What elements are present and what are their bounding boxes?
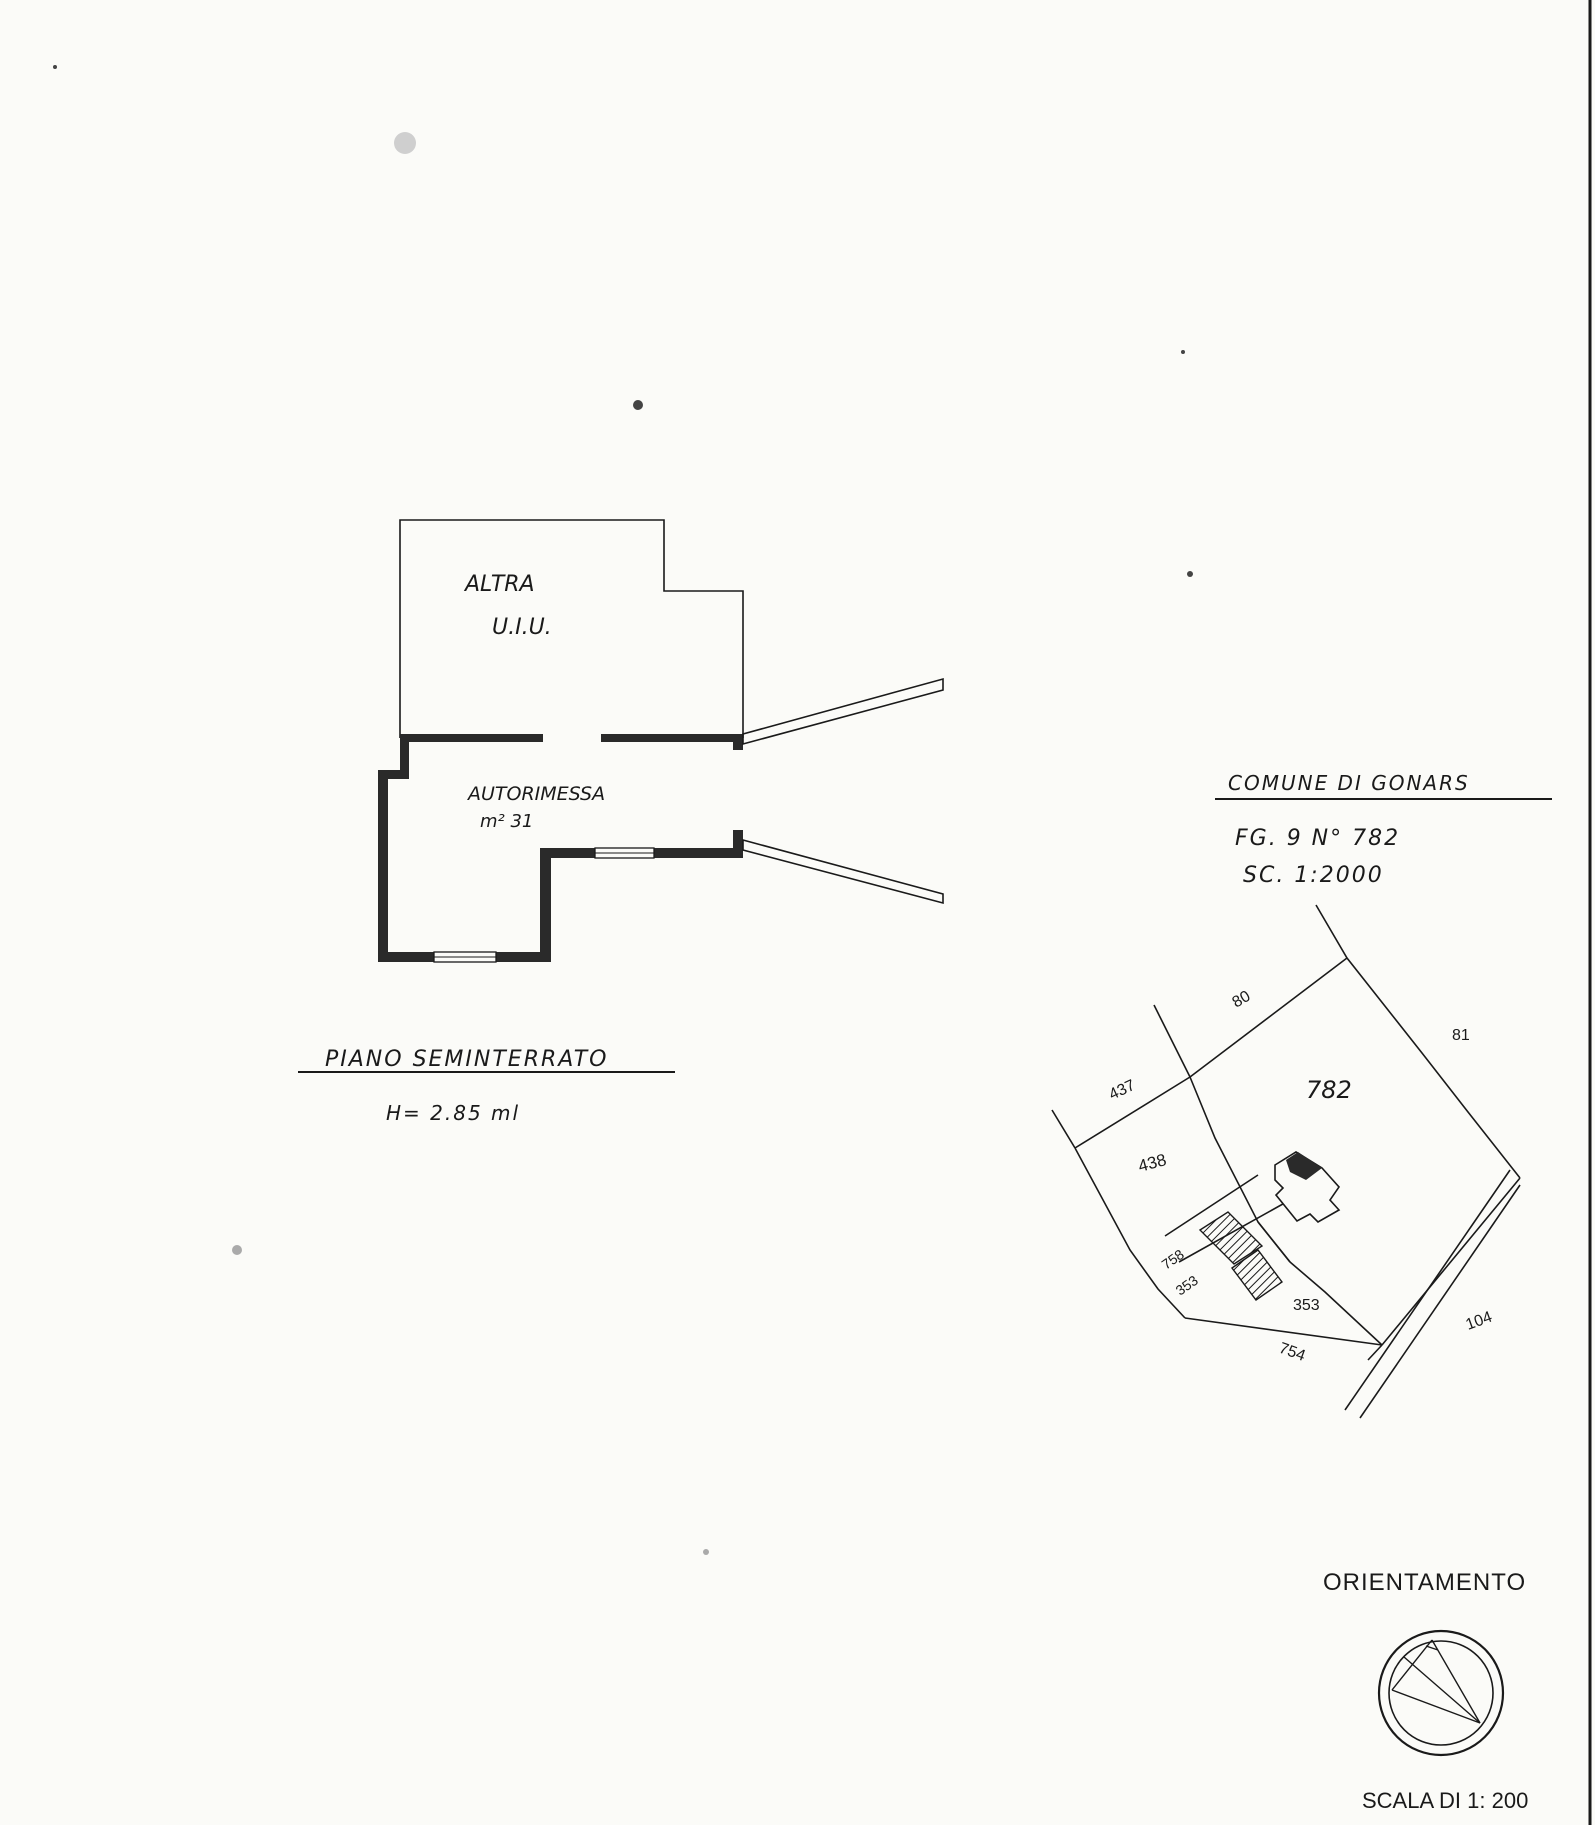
garage-wall-stub — [733, 830, 743, 858]
parcel-782: 782 — [1306, 1076, 1352, 1104]
parcel-438: 438 — [1136, 1150, 1168, 1176]
garage-wall-inner-vertical — [540, 848, 551, 962]
floor-plan: ALTRA U.I.U. AUTORIMESSA m² 31 PIANO SEM… — [298, 519, 944, 1125]
window-bottom — [433, 951, 497, 963]
garage-wall-inner-top-left — [540, 848, 595, 858]
municipality: COMUNE DI GONARS — [1228, 771, 1470, 795]
parcel-353-a: 353 — [1173, 1272, 1201, 1299]
other-unit-label-1: ALTRA — [463, 572, 535, 597]
floor-height: H= 2.85 ml — [386, 1101, 520, 1125]
garage-wall-jog-h — [378, 770, 409, 779]
orientation-block: ORIENTAMENTO — [1323, 1569, 1526, 1757]
garage-wall-top-right — [601, 734, 743, 742]
other-unit-label-2: U.I.U. — [492, 615, 552, 640]
outbuilding-2 — [1231, 1249, 1283, 1301]
floor-title: PIANO SEMINTERRATO — [325, 1047, 608, 1072]
building-hatched-part — [1286, 1152, 1322, 1180]
map-scale: SC. 1:2000 — [1243, 863, 1384, 888]
garage-wall-bottom-right — [496, 952, 551, 962]
parcel-81: 81 — [1452, 1027, 1470, 1044]
cadastral-map: COMUNE DI GONARS FG. 9 N° 782 SC. 1:2000 — [1051, 771, 1552, 1419]
outbuilding-1 — [1198, 1211, 1264, 1265]
orientation-label: ORIENTAMENTO — [1323, 1569, 1526, 1596]
room-name: AUTORIMESSA — [466, 783, 605, 805]
sheet-parcel: FG. 9 N° 782 — [1235, 826, 1400, 851]
parcel-754: 754 — [1277, 1340, 1308, 1365]
garage-wall-top-left — [400, 734, 543, 742]
compass-icon — [1377, 1629, 1505, 1757]
garage-wall-jog — [400, 734, 409, 776]
parcel-758: 758 — [1159, 1246, 1187, 1273]
parcel-353-b: 353 — [1293, 1297, 1320, 1314]
parcel-lines — [1051, 904, 1521, 1419]
ramp-top — [742, 677, 944, 746]
parcel-104: 104 — [1464, 1309, 1495, 1334]
drawing-scale: SCALA DI 1: 200 — [1362, 1788, 1528, 1813]
window-inner — [594, 847, 655, 859]
garage-wall-inner-top-right — [654, 848, 743, 858]
garage-wall-left — [378, 770, 388, 962]
parcel-80: 80 — [1230, 988, 1254, 1012]
other-unit-outline — [399, 519, 744, 738]
garage-wall-stub-top — [733, 734, 743, 750]
garage-wall-bottom-left — [378, 952, 434, 962]
scan-specks — [53, 65, 1193, 1555]
room-area: m² 31 — [480, 811, 533, 832]
parcel-437: 437 — [1107, 1077, 1138, 1104]
ramp-bottom — [742, 838, 944, 905]
